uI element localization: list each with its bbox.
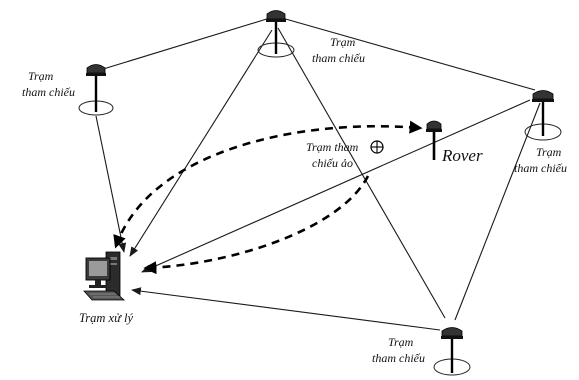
data-links	[95, 29, 531, 331]
link-left-to-processing	[95, 115, 127, 253]
processing-center	[83, 251, 126, 301]
reference-station-top-label-1: Trạm	[330, 35, 356, 49]
dashed-virtual-to-processing	[143, 175, 370, 275]
virtual-station	[370, 140, 384, 154]
computer-workstation-icon	[83, 251, 126, 301]
reference-station-left-label-2: tham chiếu	[22, 85, 75, 99]
circled-plus-icon	[370, 140, 384, 154]
baseline-left-top	[99, 17, 271, 71]
processing-center-label: Trạm xử lý	[79, 311, 133, 325]
link-top-to-processing	[129, 29, 273, 257]
baseline-right-bottom	[454, 102, 541, 321]
reference-station-left	[78, 64, 114, 116]
reference-station-bottom	[433, 327, 471, 376]
reference-station-bottom-label-2: tham chiếu	[372, 351, 425, 365]
baseline-top-bottom	[277, 27, 446, 319]
gnss-antenna-icon	[257, 10, 295, 58]
link-bottom-to-processing	[131, 287, 441, 331]
dashed-processing-to-rover	[113, 120, 423, 249]
gnss-antenna-icon	[524, 90, 562, 141]
gnss-antenna-icon	[433, 327, 471, 376]
rover-antenna-icon	[426, 120, 442, 160]
rover-label: Rover	[441, 146, 483, 165]
reference-station-right-label-2: tham chiếu	[514, 161, 567, 175]
reference-station-top	[257, 10, 295, 58]
link-right-to-processing	[141, 99, 531, 273]
reference-station-right-label-1: Trạm	[536, 145, 562, 159]
reference-station-bottom-label-1: Trạm	[388, 335, 414, 349]
reference-station-top-label-2: tham chiếu	[312, 51, 365, 65]
virtual-links	[113, 120, 423, 275]
baseline-top-right	[281, 17, 536, 91]
reference-station-right	[524, 90, 562, 141]
gnss-antenna-icon	[78, 64, 114, 116]
virtual-station-label-2: chiếu ảo	[312, 156, 353, 170]
reference-station-left-label-1: Trạm	[28, 69, 54, 83]
rover	[426, 120, 442, 160]
virtual-station-label-1: Trạm tham	[306, 140, 359, 154]
